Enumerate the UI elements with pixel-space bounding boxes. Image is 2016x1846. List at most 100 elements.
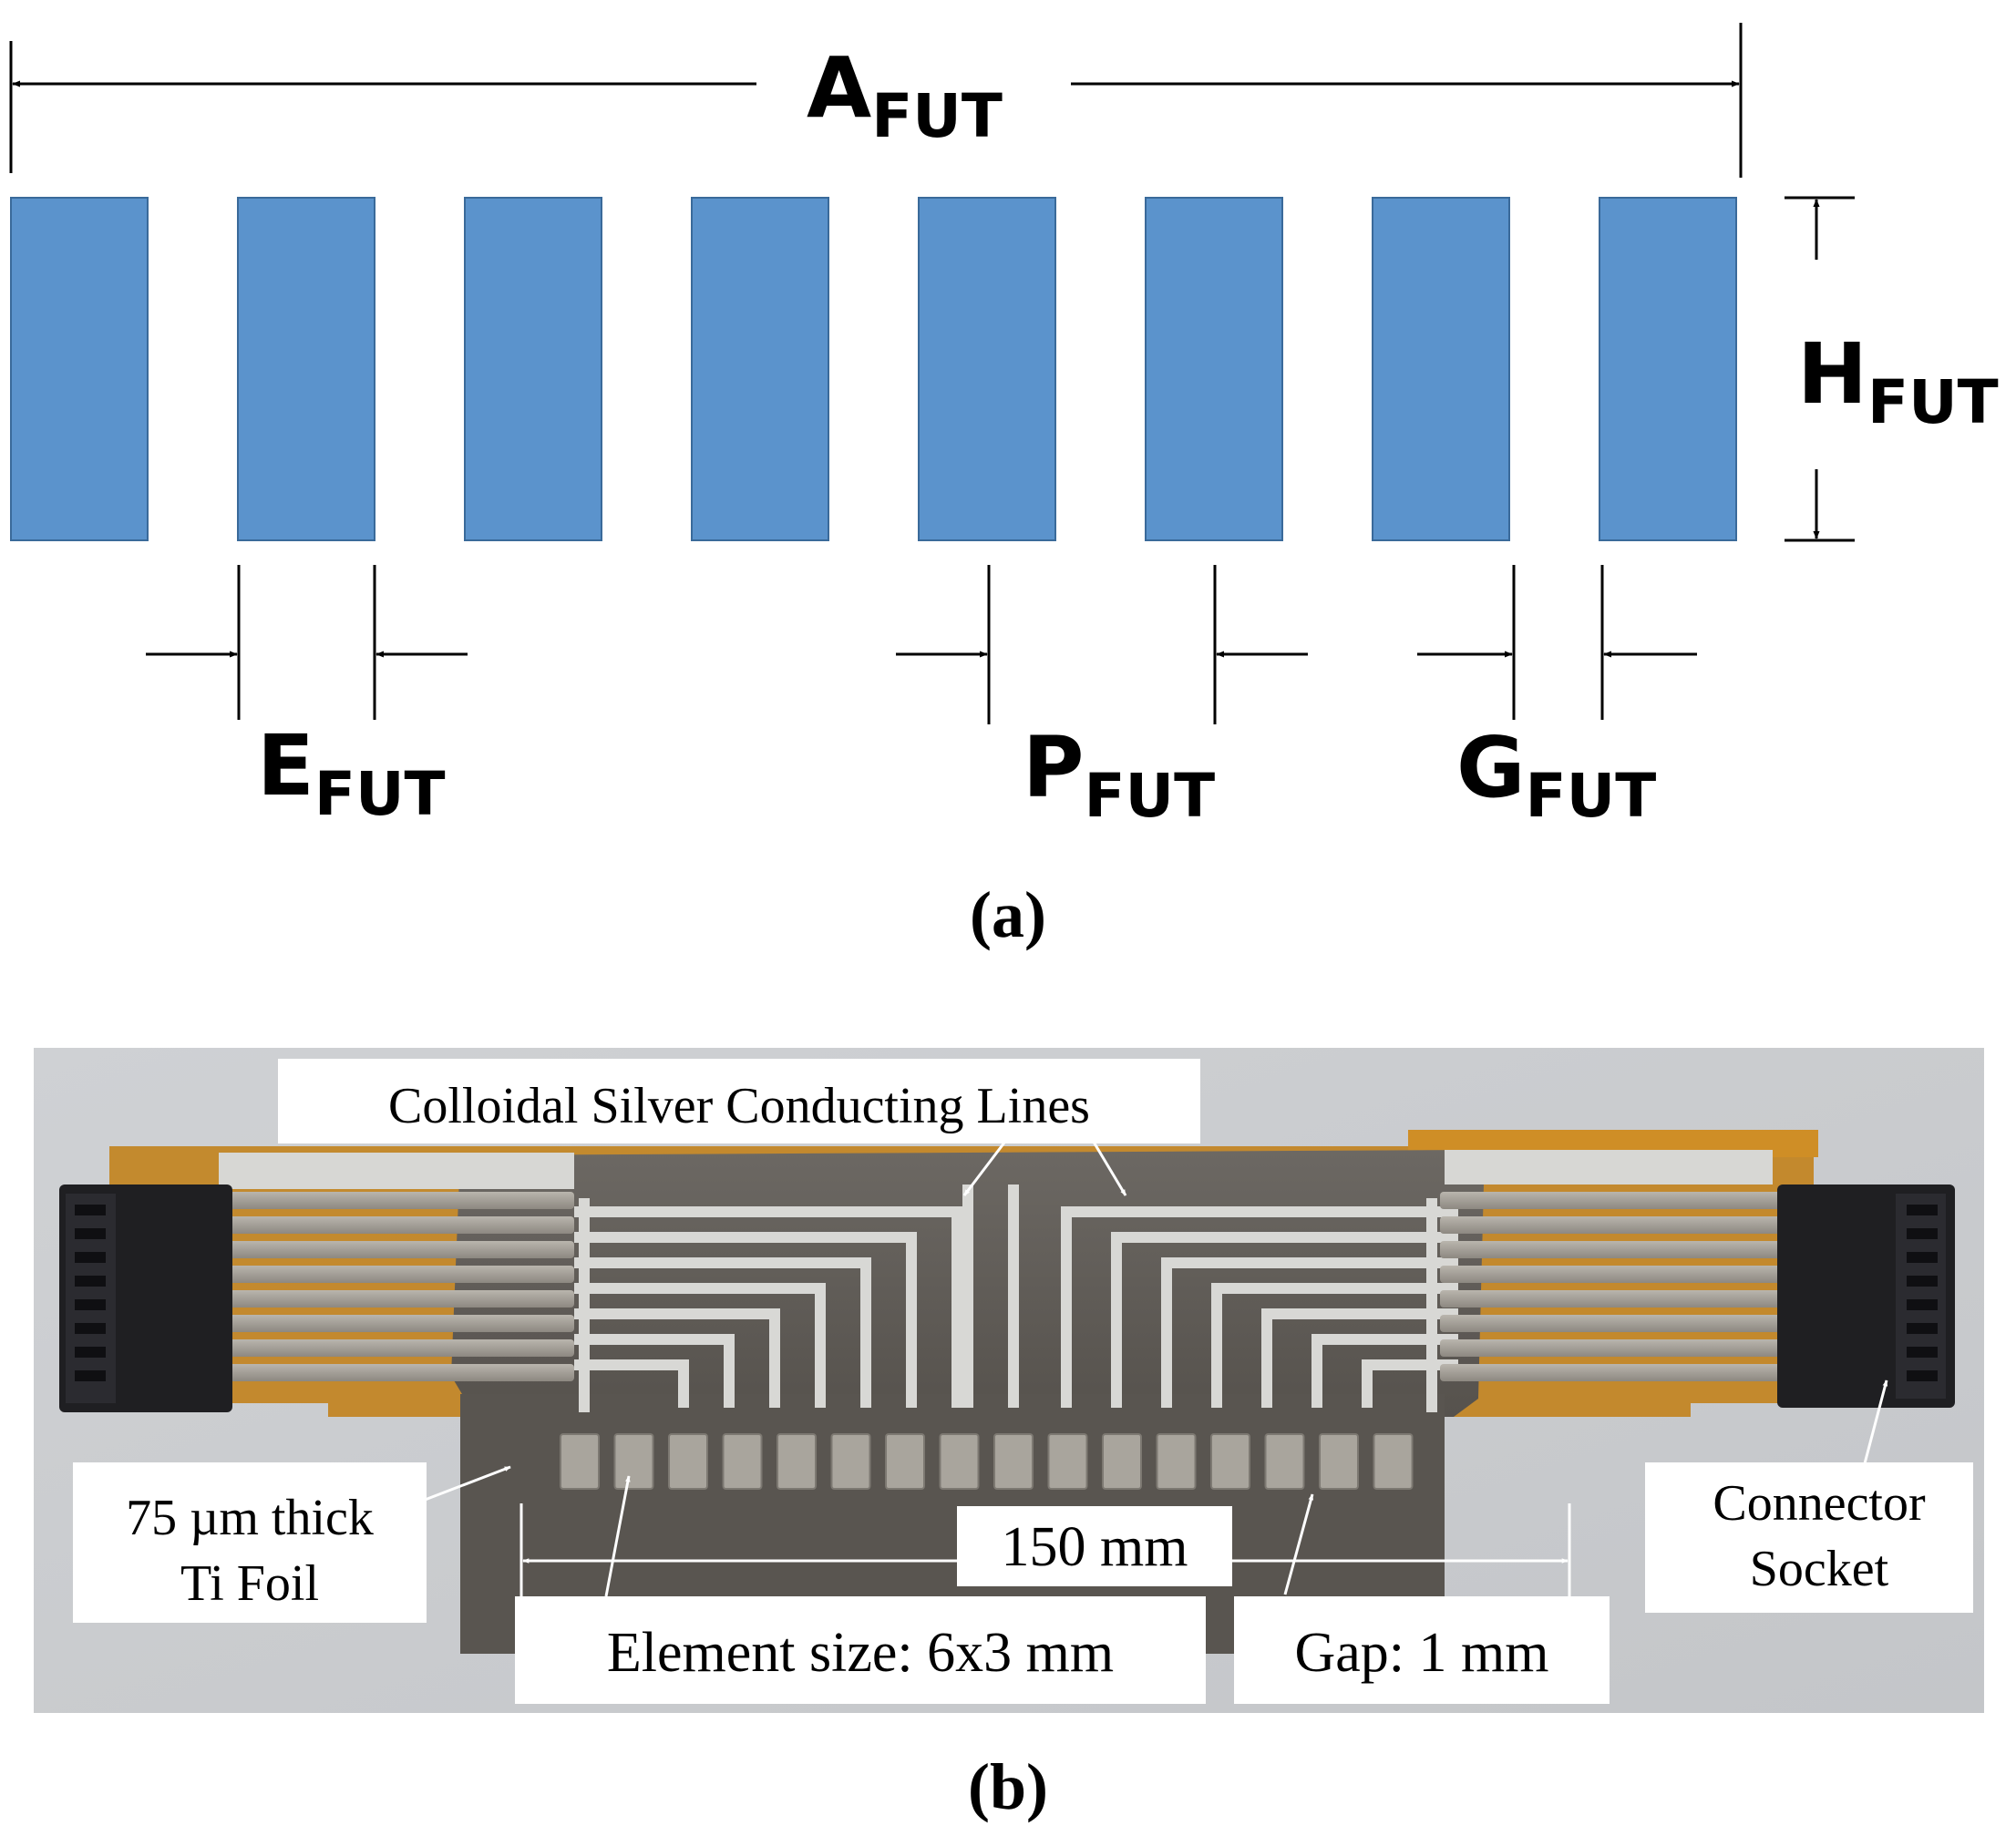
photo-element bbox=[722, 1433, 763, 1490]
gap-annotation-label: Gap: 1 mm bbox=[1295, 1622, 1549, 1684]
conducting-line-left bbox=[574, 1308, 780, 1408]
photo-element bbox=[1047, 1433, 1088, 1490]
photo-element bbox=[1264, 1433, 1305, 1490]
conducting-line-left bbox=[574, 1257, 871, 1408]
photo-element bbox=[1102, 1433, 1142, 1490]
foil-label-line1: 75 µm thick bbox=[126, 1490, 374, 1546]
ribbon-right bbox=[1440, 1241, 1782, 1258]
pin-left bbox=[75, 1276, 106, 1287]
pin-left bbox=[75, 1347, 106, 1358]
conducting-line-right bbox=[1211, 1283, 1458, 1408]
photo-element bbox=[560, 1433, 600, 1490]
photo-element bbox=[993, 1433, 1034, 1490]
connector-pins bbox=[75, 1205, 1938, 1381]
photo-element bbox=[885, 1433, 925, 1490]
photo-element bbox=[668, 1433, 708, 1490]
photo-element bbox=[830, 1433, 871, 1490]
ribbon-right bbox=[1440, 1364, 1782, 1381]
conducting-line-right bbox=[1161, 1257, 1458, 1408]
ribbon-left bbox=[223, 1315, 574, 1332]
conducting-line-right bbox=[1261, 1308, 1458, 1408]
array-element bbox=[691, 197, 829, 541]
photo-element bbox=[1373, 1433, 1414, 1490]
silver-pad-right bbox=[1445, 1150, 1773, 1185]
ribbon-right bbox=[1440, 1315, 1782, 1332]
ribbon-left bbox=[223, 1192, 574, 1209]
ribbon-right bbox=[1440, 1290, 1782, 1308]
ribbon-left bbox=[223, 1216, 574, 1234]
conducting-line-left bbox=[574, 1359, 689, 1408]
array-length-label: AFUT bbox=[807, 39, 1003, 151]
photo-element bbox=[777, 1433, 817, 1490]
photo-element bbox=[939, 1433, 980, 1490]
array-element bbox=[1145, 197, 1283, 541]
array-element bbox=[464, 197, 602, 541]
pitch-label: PFUT bbox=[1023, 719, 1215, 831]
ribbon-right bbox=[1440, 1216, 1782, 1234]
array-element bbox=[1372, 197, 1510, 541]
conducting-lines-label: Colloidal Silver Conducting Lines bbox=[388, 1078, 1090, 1134]
photo-element bbox=[1319, 1433, 1359, 1490]
conducting-line-right bbox=[1311, 1334, 1458, 1408]
ribbon-left bbox=[223, 1290, 574, 1308]
gap-label: GFUT bbox=[1456, 719, 1656, 831]
conducting-line-left bbox=[574, 1283, 826, 1408]
conducting-line-left bbox=[574, 1232, 917, 1408]
width-label: EFUT bbox=[257, 717, 446, 829]
connector-arrow bbox=[1862, 1379, 1888, 1468]
conducting-line-left bbox=[574, 1334, 735, 1408]
foil-label-line2: Ti Foil bbox=[180, 1555, 319, 1612]
pin-right bbox=[1907, 1299, 1938, 1310]
pin-left bbox=[75, 1252, 106, 1263]
conducting-edge-right bbox=[1426, 1198, 1437, 1412]
element-size-label: Element size: 6x3 mm bbox=[607, 1622, 1114, 1684]
length-box bbox=[957, 1506, 1232, 1586]
ribbon-right bbox=[1440, 1339, 1782, 1357]
conducting-lines bbox=[574, 1185, 1458, 1412]
conducting-line-right bbox=[1061, 1206, 1458, 1408]
ribbon-right bbox=[1440, 1192, 1782, 1209]
pin-left bbox=[75, 1299, 106, 1310]
pin-right bbox=[1907, 1252, 1938, 1263]
ribbon-left bbox=[223, 1364, 574, 1381]
line-arrow-2 bbox=[1090, 1138, 1127, 1196]
photo-element-array bbox=[560, 1433, 1414, 1490]
array-element bbox=[1599, 197, 1737, 541]
pin-left bbox=[75, 1370, 106, 1381]
connector-box bbox=[1645, 1462, 1973, 1613]
pin-right bbox=[1907, 1347, 1938, 1358]
connector-label-line2: Socket bbox=[1750, 1541, 1889, 1597]
panel-a-schematic: AFUT HFUT EFUT PFUT GFUT bbox=[9, 23, 1999, 951]
silver-pad-left bbox=[219, 1153, 574, 1189]
line-arrow-1 bbox=[962, 1138, 1009, 1196]
panel-b-photo: Colloidal Silver Conducting Lines 75 µm … bbox=[34, 1048, 1984, 1823]
panel-b-label: (b) bbox=[968, 1750, 1048, 1823]
pin-right bbox=[1907, 1228, 1938, 1239]
element-size-arrow bbox=[604, 1475, 631, 1597]
length-label: 150 mm bbox=[1002, 1516, 1188, 1578]
gap-arrow bbox=[1283, 1493, 1314, 1595]
array-element bbox=[918, 197, 1056, 541]
conducting-edge-left bbox=[579, 1198, 590, 1412]
pin-right bbox=[1907, 1276, 1938, 1287]
ribbon-cables bbox=[223, 1192, 1782, 1381]
ribbon-left bbox=[223, 1266, 574, 1283]
photo-element bbox=[613, 1433, 654, 1490]
gap-box bbox=[1234, 1596, 1610, 1704]
connector-right-face bbox=[1896, 1194, 1946, 1399]
conducting-line-right bbox=[1111, 1232, 1458, 1408]
element-size-box bbox=[515, 1596, 1206, 1704]
connector-label-line1: Connector bbox=[1713, 1475, 1926, 1532]
ribbon-left bbox=[223, 1339, 574, 1357]
pin-left bbox=[75, 1205, 106, 1215]
array-element bbox=[237, 197, 375, 541]
photo-element bbox=[1210, 1433, 1250, 1490]
photo-element bbox=[1156, 1433, 1197, 1490]
ribbon-left bbox=[223, 1241, 574, 1258]
pin-right bbox=[1907, 1323, 1938, 1334]
array-element bbox=[10, 197, 149, 541]
pin-right bbox=[1907, 1370, 1938, 1381]
panel-a-label: (a) bbox=[970, 878, 1046, 951]
height-label: HFUT bbox=[1797, 325, 1999, 437]
